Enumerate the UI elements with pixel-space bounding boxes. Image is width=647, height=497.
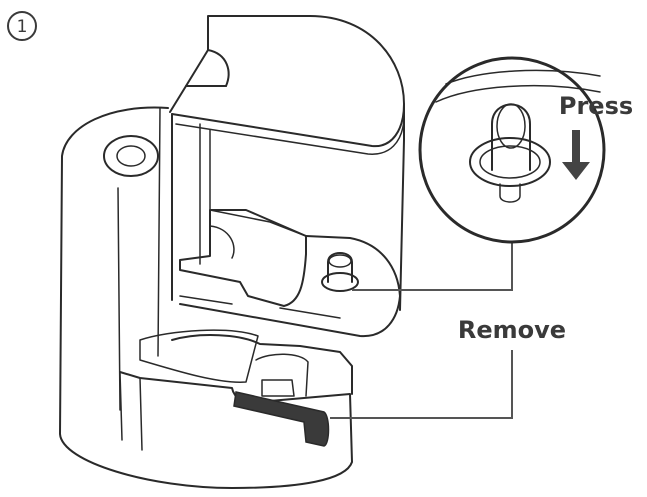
remove-label: Remove bbox=[458, 316, 566, 344]
remove-callout-line bbox=[330, 350, 513, 419]
dock-tower-top-ring bbox=[103, 135, 159, 177]
chamber-floor-inner bbox=[179, 295, 341, 319]
dust-bin-lid-notch bbox=[207, 49, 230, 87]
magnified-detail bbox=[418, 56, 606, 244]
press-label: Press bbox=[559, 92, 633, 120]
dock-base-left-step bbox=[119, 371, 143, 451]
dock-base-outline bbox=[119, 371, 353, 489]
press-callout-line bbox=[352, 240, 513, 291]
removable-tab-slot bbox=[261, 379, 295, 397]
dust-bin-front-top bbox=[169, 85, 227, 113]
filter-block-top bbox=[209, 209, 307, 237]
detail-housing-curve-inner bbox=[445, 69, 601, 85]
filter-block-curve bbox=[209, 225, 235, 259]
latch-knob-top bbox=[328, 254, 352, 268]
step-circle bbox=[7, 11, 37, 41]
docking-station-illustration bbox=[59, 15, 405, 489]
dust-bin-inner-wall bbox=[199, 123, 211, 265]
down-arrow-icon bbox=[562, 130, 590, 180]
dock-tower-edge bbox=[157, 107, 161, 357]
chamber-right-bracket bbox=[305, 235, 401, 297]
step-number-digit: 1 bbox=[17, 17, 28, 37]
dock-base-rim bbox=[171, 334, 353, 395]
removable-tab bbox=[233, 391, 330, 447]
detail-knob-cap bbox=[496, 103, 526, 149]
dust-bin-lid-rim bbox=[171, 103, 405, 148]
dust-bin-rim-inner bbox=[175, 119, 405, 155]
detail-housing-curve bbox=[435, 84, 601, 103]
latch-knob-base bbox=[321, 272, 359, 292]
latch-knob bbox=[321, 252, 359, 292]
dock-base-inner-step bbox=[139, 329, 259, 383]
detail-knob-foot bbox=[499, 183, 521, 203]
latch-knob-body bbox=[327, 252, 353, 283]
chamber-floor bbox=[179, 295, 401, 338]
dock-base-slot bbox=[255, 353, 309, 397]
dock-tower-top-hole bbox=[116, 145, 146, 167]
magnifier-circle bbox=[418, 56, 606, 244]
step-marker: 1 bbox=[7, 11, 37, 41]
detail-knob-flange-inner bbox=[479, 145, 541, 179]
dust-bin-outline bbox=[185, 15, 405, 311]
dock-left-tower bbox=[59, 106, 233, 489]
detail-knob-flange bbox=[469, 137, 551, 187]
filter-block bbox=[179, 209, 307, 307]
